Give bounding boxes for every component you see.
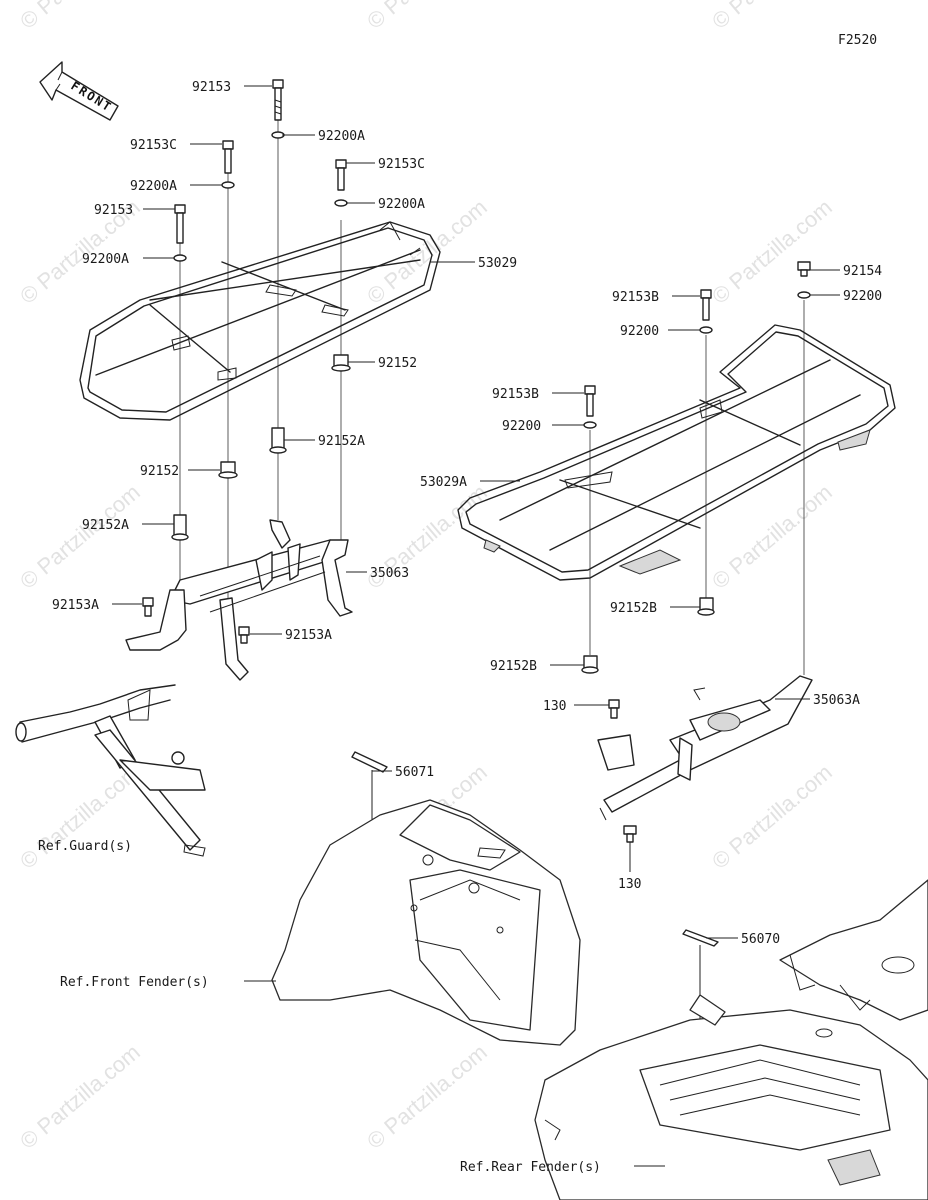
bolt-92153a-left [142,597,154,617]
front-carrier-rack-53029 [79,221,441,421]
callout-92153: 92153 [94,203,133,218]
part-callouts: 92153 92200A 92153C 92153C 92200A 92200A… [38,80,882,1175]
callout-92152b: 92152B [490,659,537,674]
watermark: © Partzilla.com [15,759,145,873]
ref-rear-fender-label: Ref.Rear Fender(s) [460,1160,601,1175]
callout-92153c: 92153C [130,138,177,153]
callout-92200: 92200 [843,289,882,304]
collar-92152-left [218,461,238,479]
callout-92200a: 92200A [318,129,365,144]
watermark: © Partzilla.com [15,0,145,34]
watermark: © Partzilla.com [362,1039,492,1153]
washer-92200-r2 [699,326,713,334]
watermark: © Partzilla.com [15,479,145,593]
ref-front-fender-label: Ref.Front Fender(s) [60,975,209,990]
washer-92200-r1 [797,291,811,299]
collar-92152-right [331,354,351,372]
callout-92153a: 92153A [285,628,332,643]
callout-130: 130 [618,877,641,892]
watermark: © Partzilla.com [707,479,837,593]
bolt-92154 [797,261,811,277]
callout-53029a: 53029A [420,475,467,490]
label-56071 [351,751,388,773]
callout-92152: 92152 [378,356,417,371]
collar-92152b-1 [697,597,715,616]
watermark: © Partzilla.com [15,1039,145,1153]
watermark: © Partzilla.com [707,194,837,308]
bolt-92153c-left [222,140,234,174]
rear-fender [534,879,928,1200]
bolt-92153-top [272,79,284,121]
bolt-92153b-1 [700,289,712,321]
bolt-130-top [608,699,620,719]
front-fender [271,799,581,1046]
collar-92152a-mid [269,427,287,454]
callout-92200: 92200 [620,324,659,339]
watermark: © Partzilla.com [707,0,837,34]
collar-92152b-2 [581,655,599,674]
callout-35063: 35063 [370,566,409,581]
callout-92152b: 92152B [610,601,657,616]
callout-56071: 56071 [395,765,434,780]
callout-53029: 53029 [478,256,517,271]
callout-92154: 92154 [843,264,882,279]
alignment-lines-right [589,300,805,675]
ref-guard-label: Ref.Guard(s) [38,839,132,854]
callout-92153a: 92153A [52,598,99,613]
callout-92200: 92200 [502,419,541,434]
callout-92200a: 92200A [130,179,177,194]
alignment-lines-left [179,120,342,600]
bolt-130-bottom [623,825,637,843]
callout-92153b: 92153B [492,387,539,402]
callout-92200a: 92200A [82,252,129,267]
washer-92200-r3 [583,421,597,429]
callout-92152: 92152 [140,464,179,479]
front-bracket-35063 [125,519,353,681]
bolt-92153b-2 [584,385,596,417]
figure-code: F2520 [838,33,877,48]
washer-92200a-left [221,181,235,189]
callout-92152a: 92152A [82,518,129,533]
bolt-92153c-mid [335,159,347,191]
bolt-92153-left [174,204,186,244]
callout-92200a: 92200A [378,197,425,212]
callout-56070: 56070 [741,932,780,947]
callout-92153: 92153 [192,80,231,95]
callout-92153c: 92153C [378,157,425,172]
callout-130: 130 [543,699,566,714]
callout-92152a: 92152A [318,434,365,449]
callout-35063a: 35063A [813,693,860,708]
watermark: © Partzilla.com [707,759,837,873]
rear-carrier-rack-53029a [457,324,896,581]
washer-92200a-low [173,254,187,262]
collar-92152a-left [171,514,189,541]
front-direction-arrow: FRONT [39,61,119,121]
leader-lines [112,85,840,1167]
watermark: © Partzilla.com [362,0,492,34]
bolt-92153a-right [238,626,250,644]
front-guard [15,684,206,857]
washer-92200a-mid [334,199,348,207]
callout-92153b: 92153B [612,290,659,305]
